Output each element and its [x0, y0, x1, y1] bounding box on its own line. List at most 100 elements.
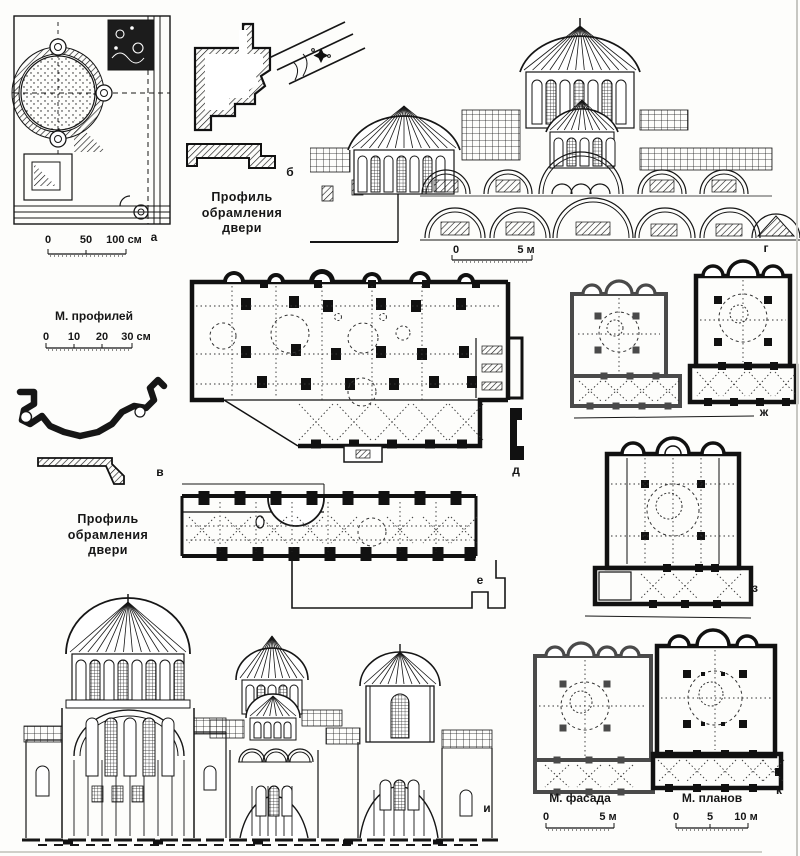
dome-ribs	[351, 105, 457, 149]
caption-door-profile-top: Профиль обрамления двери	[178, 190, 306, 237]
profiles-scale: М. профилей 0 10 20 30 см	[43, 309, 151, 351]
scale-tick-label: 10	[68, 331, 80, 343]
right-axis-lines	[661, 650, 771, 750]
tower-window-latticed	[390, 693, 410, 739]
scale-tick-label: 50	[80, 234, 92, 246]
scale-title: М. планов	[682, 791, 742, 805]
scale-title: М. фасада	[549, 791, 611, 805]
dome-ribs	[523, 25, 637, 71]
facade-windows-latticed	[104, 717, 156, 777]
apse-window-latticed	[393, 779, 406, 811]
scale-tick-label: 0	[43, 331, 49, 343]
gallery-piers-bottom	[216, 547, 476, 561]
baseline	[584, 615, 752, 619]
scale-title: М. профилей	[55, 309, 133, 323]
axis-dotted-lines	[611, 458, 735, 564]
right-narthex-bays	[696, 371, 798, 397]
apse-bumps	[223, 269, 475, 282]
front-dome-ribs	[249, 695, 297, 717]
plans-scale: М. планов 0 5 10 м	[673, 791, 758, 831]
caption-line: Профиль обрамления	[67, 512, 149, 542]
elevation-scale-bar: 0 5 м	[451, 244, 535, 263]
cross-ornament	[313, 48, 329, 63]
ornament-scale-bar: 0 50 100 см	[45, 234, 142, 257]
left-church-elevation	[23, 594, 227, 838]
caption-line: Профиль обрамления	[201, 190, 283, 220]
ground-arcade-row	[420, 197, 800, 241]
mosaic-drawing	[11, 15, 171, 225]
caption-door-profile-left: Профиль обрамления двери	[38, 512, 178, 559]
profile-drawing	[186, 21, 366, 169]
figure-letter-v: в	[156, 465, 163, 479]
baseline	[573, 415, 755, 419]
figure-letter-i: и	[483, 801, 490, 815]
gallery-arch-row	[420, 151, 772, 197]
bottom-wall-piers	[311, 439, 467, 449]
right-axis-lines	[700, 280, 786, 362]
right-columns	[701, 672, 725, 726]
left-axis-lines	[539, 660, 647, 756]
scale-tick-label: 5 м	[517, 244, 534, 256]
dome-circle	[646, 483, 700, 537]
scale-tick-label: 0	[543, 811, 549, 823]
church-elevation-top: 0 5 м г	[310, 18, 800, 263]
monastery-plan-d: д	[189, 269, 524, 477]
plan-piers	[241, 296, 477, 390]
checkered-roofs	[310, 109, 773, 173]
annex-window	[203, 765, 217, 791]
church-plan-z: з	[584, 436, 758, 619]
hatch-triangle	[74, 120, 106, 152]
top-wall-piers	[260, 280, 480, 288]
dome-ribs	[549, 99, 615, 131]
apse-window-latticed	[268, 785, 280, 817]
gallery-piers-top	[198, 491, 462, 505]
scale-tick-label: 0	[45, 234, 51, 246]
right-church-black	[650, 628, 784, 791]
church-body	[592, 436, 754, 607]
axis-dotted-lines	[186, 502, 470, 552]
figure-letter-z: з	[752, 581, 758, 595]
scale-tick-label: 100 см	[106, 234, 142, 246]
left-church	[570, 279, 682, 408]
jamb-profile-drawing	[16, 376, 168, 485]
right-church-elevation	[325, 644, 493, 839]
dome-circle-inner	[655, 492, 683, 520]
left-church-piers	[586, 312, 672, 410]
left-narthex-bays	[578, 380, 680, 402]
right-church-piers	[704, 296, 790, 406]
dome-ribs	[239, 635, 305, 679]
ground-line	[22, 838, 498, 846]
courtyard-outline	[291, 560, 506, 609]
annex-window	[35, 765, 50, 797]
plan-axis-dotted-lines	[196, 286, 502, 400]
dome-circle	[357, 517, 387, 547]
drum-windows-latticed	[545, 79, 613, 125]
figure-letter-zh: ж	[759, 405, 769, 419]
scale-tick-label: 10 м	[734, 811, 757, 823]
front-drum-windows	[253, 721, 292, 739]
caption-line: двери	[88, 543, 128, 558]
right-narthex-bays	[657, 759, 785, 783]
scale-tick-label: 30 см	[121, 331, 151, 343]
dome-circles	[209, 313, 411, 407]
vault-x-bays	[188, 516, 478, 544]
facade-scale: М. фасада 0 5 м	[543, 791, 617, 831]
scan-edge-right	[796, 0, 798, 856]
facade-niches	[85, 717, 175, 777]
narthex-bays	[640, 573, 742, 599]
scale-tick-label: 5	[707, 811, 713, 823]
dome-ribs	[363, 651, 437, 685]
right-church	[687, 259, 799, 405]
figure-letter-a: а	[151, 230, 158, 244]
scale-tick-label: 5 м	[599, 811, 616, 823]
gallery-walls	[180, 483, 478, 558]
left-church-hatched	[533, 641, 655, 794]
scan-edge-bottom	[0, 851, 762, 853]
two-churches-plan-zh: ж	[570, 259, 799, 419]
door-frame-profile-b: б	[186, 21, 366, 179]
figure-letter-d: д	[512, 463, 520, 477]
porch	[343, 445, 383, 463]
figure-letter-k: к	[776, 783, 783, 797]
right-piers	[665, 670, 783, 792]
monastery-east-elevation-i: и	[22, 594, 498, 846]
